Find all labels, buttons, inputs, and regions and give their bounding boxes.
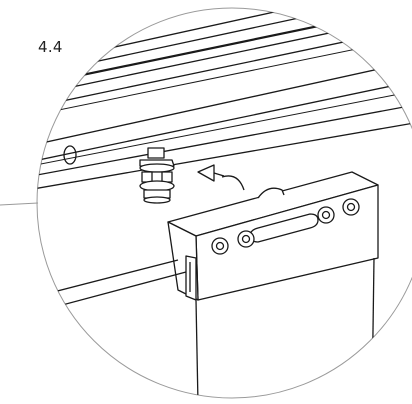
bracket-plate-with-screws xyxy=(167,171,379,301)
step-label: 4.4 xyxy=(38,38,63,56)
rail-hole xyxy=(40,101,50,109)
rotation-arrow xyxy=(197,164,245,191)
leader-line xyxy=(0,202,39,206)
rail-mount-hole xyxy=(63,145,77,165)
rail-profile xyxy=(37,8,412,194)
bolt-with-nut-and-washer xyxy=(139,147,175,204)
